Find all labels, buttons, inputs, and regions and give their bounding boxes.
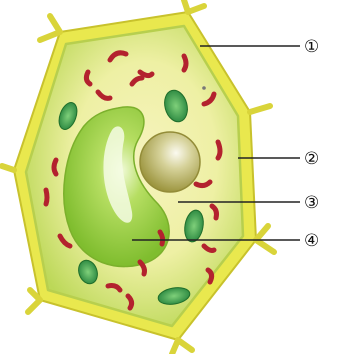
mitochondrion [46, 190, 47, 204]
labels: ① ② ③ ④ [304, 37, 319, 251]
label-cytoplasm: ③ [304, 193, 319, 213]
mitochondrion [218, 142, 220, 158]
nucleus [140, 132, 200, 192]
label-cell-membrane: ② [304, 149, 319, 169]
cell-wall-spike [172, 340, 192, 354]
label-vacuole: ④ [304, 231, 319, 251]
mitochondrion [54, 160, 56, 174]
cell-wall-spike [40, 16, 60, 40]
organelle-dot [202, 86, 206, 90]
cell-wall-spike [184, 0, 204, 12]
cell-wall-spike [250, 106, 270, 112]
mitochondrion [184, 56, 186, 70]
mitochondrion [160, 232, 163, 244]
cell-wall-spike [2, 166, 14, 170]
cell-wall-spike [256, 226, 274, 252]
label-cell-wall: ① [304, 37, 319, 57]
